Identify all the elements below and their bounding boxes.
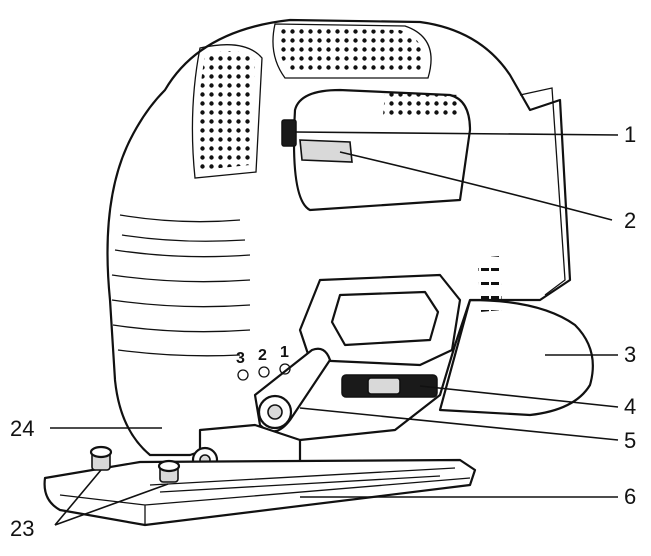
base-plate-edge — [59, 477, 471, 525]
pendulum-mark-2: 2 — [258, 347, 267, 364]
pendulum-dot-2 — [258, 366, 270, 378]
callout-6: 6 — [624, 484, 637, 509]
pendulum-mark-1: 1 — [280, 344, 289, 361]
pendulum-mark-3: 3 — [236, 350, 245, 367]
callout-5: 5 — [624, 428, 637, 453]
side-window — [330, 290, 440, 347]
base-screws — [89, 445, 181, 483]
grip-outline-side — [191, 44, 263, 179]
pendulum-dot-1 — [279, 363, 291, 375]
battery-pack — [438, 298, 594, 417]
pendulum-dot-3 — [237, 369, 249, 381]
grip-outline-top — [272, 23, 432, 79]
callout-3: 3 — [624, 342, 637, 367]
grip-texture-side — [198, 51, 255, 170]
base-plate-rails — [149, 467, 456, 493]
grip-texture-top — [278, 28, 423, 72]
lever-pivot-center — [267, 404, 283, 420]
side-vents — [478, 256, 502, 312]
callout-24: 24 — [10, 416, 35, 441]
lock-on-button — [281, 119, 297, 147]
handle-opening — [292, 88, 472, 212]
front-cap-lines — [119, 214, 246, 242]
base-plate — [43, 458, 477, 527]
callout-1: 1 — [624, 122, 637, 147]
callout-4: 4 — [624, 394, 637, 419]
rear-housing-edge — [519, 87, 566, 296]
callout-23: 23 — [10, 516, 35, 541]
front-bands — [111, 249, 251, 357]
callout-2: 2 — [624, 208, 637, 233]
trigger-switch — [299, 139, 353, 163]
leader-lines — [50, 131, 619, 526]
speed-dial — [367, 377, 401, 395]
handle-vent — [383, 92, 460, 118]
